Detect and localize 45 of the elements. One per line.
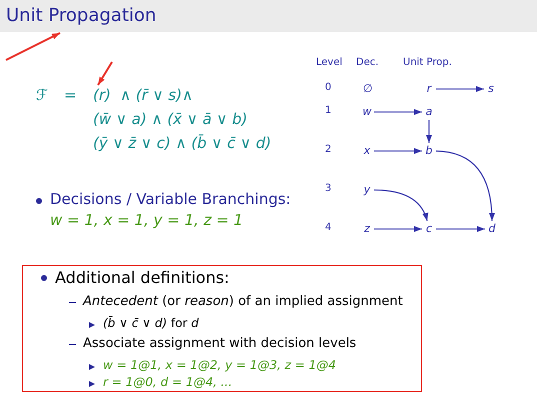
example-text: (b̄ ∨ c̄ ∨ d) for d [103, 316, 199, 330]
empty-set-symbol: ∅ [363, 82, 373, 95]
arrow [6, 32, 60, 61]
variable-label: b [423, 144, 435, 158]
level-number: 3 [325, 183, 332, 194]
formula-text: (ȳ ∨ z̄ ∨ c) ∧ (b̄ ∨ c̄ ∨ d) [93, 134, 272, 152]
arrow [374, 189, 428, 222]
variable-label: s [485, 82, 497, 96]
arrow [436, 150, 495, 222]
arrow [436, 86, 484, 92]
definition-box [22, 265, 422, 392]
column-header: Unit Prop. [403, 57, 452, 68]
arrow [374, 148, 422, 154]
variable-label: r [423, 82, 435, 96]
assignment-text: w = 1, x = 1, y = 1, z = 1 [50, 211, 244, 229]
assignment-text: w = 1@1, x = 1@2, y = 1@3, z = 1@4 [103, 358, 336, 372]
formula-text: (w̄ ∨ a) ∧ (x̄ ∨ ā ∨ b) [93, 110, 248, 128]
variable-label: a [423, 105, 435, 119]
math-symbol: ℱ [36, 86, 48, 104]
variable-label: d [486, 222, 498, 236]
arrow [97, 61, 113, 86]
variable-label: y [361, 183, 373, 197]
definition-text: Antecedent (or reason) of an implied assignment [83, 294, 403, 309]
variable-label: c [423, 222, 435, 236]
definition-text: Associate assignment with decision levels [83, 336, 356, 351]
assignment-text: r = 1@0, d = 1@4, ... [103, 375, 232, 389]
arrow [374, 109, 422, 115]
level-number: 4 [325, 222, 332, 233]
variable-label: z [361, 222, 373, 236]
variable-label: w [361, 105, 373, 119]
variable-label: x [361, 144, 373, 158]
arrow [426, 120, 432, 143]
formula-text: ∧ (r̄ ∨ s)∧ [120, 86, 193, 104]
level-number: 2 [325, 144, 332, 155]
formula-clause: (r) [93, 86, 111, 104]
equals-sign: = [64, 86, 77, 104]
column-header: Dec. [356, 57, 379, 68]
bullet-text: Decisions / Variable Branchings: [50, 190, 291, 208]
title-bar: Unit Propagation [0, 0, 537, 32]
column-header: Level [316, 57, 342, 68]
level-number: 0 [325, 82, 332, 93]
arrow [374, 226, 422, 232]
arrow [436, 226, 485, 232]
heading-text: Additional definitions: [55, 268, 230, 287]
level-number: 1 [325, 105, 332, 116]
